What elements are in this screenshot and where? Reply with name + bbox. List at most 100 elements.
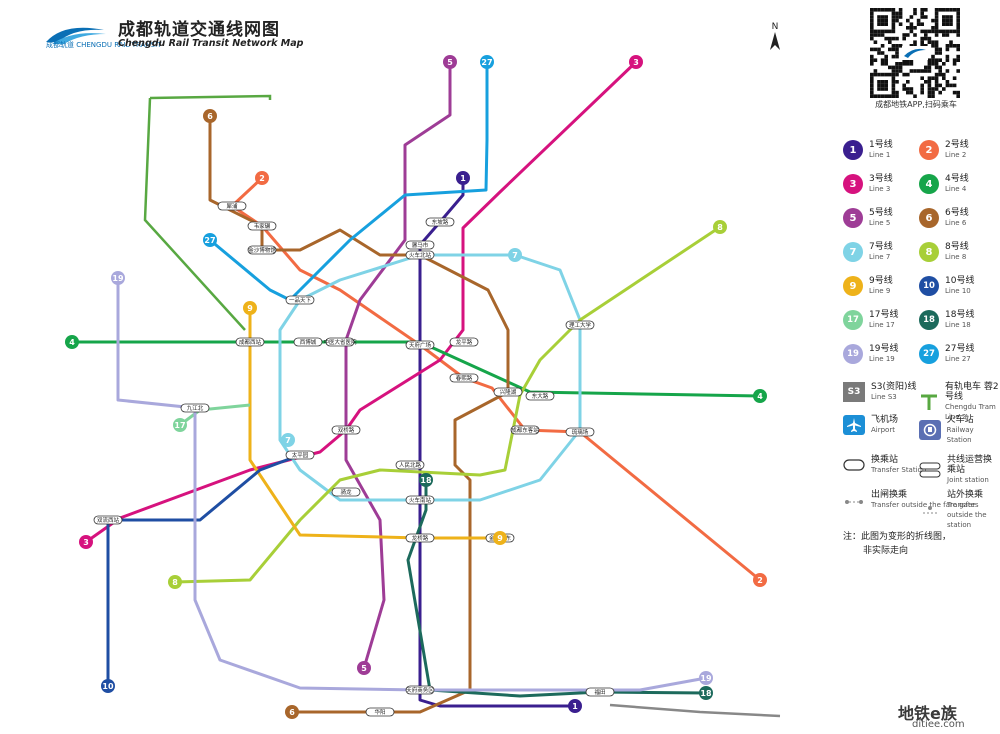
- legend-label: 10号线: [945, 276, 975, 286]
- station-15[interactable]: 韦家碾: [247, 221, 277, 231]
- transfer-station-capsule: [405, 685, 435, 695]
- station-30[interactable]: 东大路: [525, 391, 555, 401]
- station-4[interactable]: 春熙路: [449, 373, 479, 383]
- station-name: 福田: [594, 688, 605, 696]
- legend-label-english: Chengdu Tram Line 2: [945, 403, 996, 421]
- terminal-badge-line-8: [168, 575, 182, 589]
- station-5[interactable]: 成都东客站: [510, 425, 540, 435]
- station-name: 琉璃场: [572, 428, 589, 436]
- station-2[interactable]: 骡马市: [405, 240, 435, 250]
- station-13[interactable]: 天府商务区: [405, 685, 435, 695]
- terminal-badge-line-2: [753, 573, 767, 587]
- station-10[interactable]: 双流西站: [93, 515, 123, 525]
- station-9[interactable]: 火车南站: [405, 495, 435, 505]
- line-badge-icon: 6: [919, 208, 939, 228]
- station-name: 人民北路: [399, 461, 422, 469]
- gate-transfer-icon: [843, 490, 865, 510]
- station-name: 骑龙: [340, 488, 352, 496]
- legend-label-english: Line 10: [945, 287, 971, 295]
- transfer-station-capsule: [180, 403, 210, 413]
- station-28[interactable]: 骑龙: [331, 487, 361, 497]
- legend-label-english: Transfer Station: [871, 466, 927, 474]
- legend-label-english: Line 4: [945, 185, 967, 193]
- station-29[interactable]: 金沙博物馆: [247, 245, 277, 255]
- station-12[interactable]: 西博城: [293, 337, 323, 347]
- tram-line-route: [149, 94, 272, 100]
- line-9-route: [248, 308, 500, 540]
- line-4-route: [72, 340, 761, 398]
- transfer-station-capsule: [325, 337, 355, 347]
- station-18[interactable]: 龙桥路: [405, 533, 435, 543]
- station-8[interactable]: 中医大省医院: [323, 337, 357, 347]
- transfer-station-capsule: [331, 487, 361, 497]
- station-23[interactable]: 理工大学: [565, 320, 595, 330]
- line-3-route: [85, 60, 638, 544]
- station-name: 西博城: [300, 338, 317, 346]
- legend-label-english: Railway Station: [946, 426, 974, 444]
- station-11[interactable]: 九江北: [180, 403, 210, 413]
- station-name: 东大路: [532, 392, 549, 400]
- station-3[interactable]: 天府广场: [405, 340, 435, 350]
- terminal-badge-line-6: [285, 705, 299, 719]
- transfer-station-capsule: [405, 240, 435, 250]
- terminal-badge-line-18: [419, 473, 433, 487]
- station-7[interactable]: 火车北站: [405, 250, 435, 260]
- terminal-badge-line-19: [699, 671, 713, 685]
- station-20[interactable]: 华阳: [365, 707, 395, 717]
- station-6[interactable]: 犀浦: [217, 201, 247, 211]
- station-27[interactable]: 人民北路: [395, 460, 425, 470]
- north-letter: N: [772, 22, 779, 32]
- station-name: 火车南站: [409, 496, 432, 504]
- tram-icon: [919, 392, 939, 412]
- station-17[interactable]: 太平园: [285, 450, 315, 460]
- terminal-badge-line-2: [255, 171, 269, 185]
- legend-label-english: Line 27: [945, 355, 971, 363]
- legend-label: 3号线: [869, 174, 893, 184]
- transfer-station-capsule: [93, 515, 123, 525]
- station-22[interactable]: 成都西站: [235, 337, 265, 347]
- terminal-badge-label: 2: [757, 576, 763, 585]
- transfer-capsule-icon: [843, 455, 865, 475]
- station-1[interactable]: 东坡路: [425, 217, 455, 227]
- terminal-badge-label: 19: [700, 674, 712, 683]
- qr-code-icon[interactable]: [866, 8, 964, 98]
- transfer-station-capsule: [405, 340, 435, 350]
- terminal-badge-label: 3: [83, 538, 89, 547]
- line-badge-icon: 18: [919, 310, 939, 330]
- line-8-route: [174, 225, 721, 584]
- station-14[interactable]: 福田: [585, 687, 615, 697]
- legend-label: 18号线: [945, 310, 975, 320]
- line-badge-icon: 19: [843, 344, 863, 364]
- note-line-2: 非实际走向: [863, 546, 909, 556]
- railway-station-icon: [919, 420, 941, 440]
- legend-label: 17号线: [869, 310, 899, 320]
- s3-line-route: [609, 703, 781, 718]
- transfer-station-capsule: [365, 707, 395, 717]
- legend-label-english: Line 19: [869, 355, 895, 363]
- line-6-route: [208, 116, 510, 714]
- line-7-route: [278, 253, 582, 502]
- station-26[interactable]: 双桥路: [331, 425, 361, 435]
- station-16[interactable]: 一品天下: [285, 295, 315, 305]
- legend-label-english: Transfer outside the station: [947, 501, 987, 529]
- station-19[interactable]: 兴隆湖: [493, 387, 523, 397]
- watermark: 地铁e族: [898, 704, 957, 723]
- terminal-badge-line-1: [456, 171, 470, 185]
- transfer-station-capsule: [565, 427, 595, 437]
- legend-label: 9号线: [869, 276, 893, 286]
- station-24[interactable]: 琉璃场: [565, 427, 595, 437]
- line-badge-icon: 1: [843, 140, 863, 160]
- legend-label-english: Line 2: [945, 151, 967, 159]
- station-name: 火车北站: [409, 251, 432, 259]
- station-25[interactable]: 龙平路: [449, 337, 479, 347]
- terminal-badge-label: 1: [572, 702, 578, 711]
- line-badge-icon: 9: [843, 276, 863, 296]
- legend-label-english: Line 1: [869, 151, 891, 159]
